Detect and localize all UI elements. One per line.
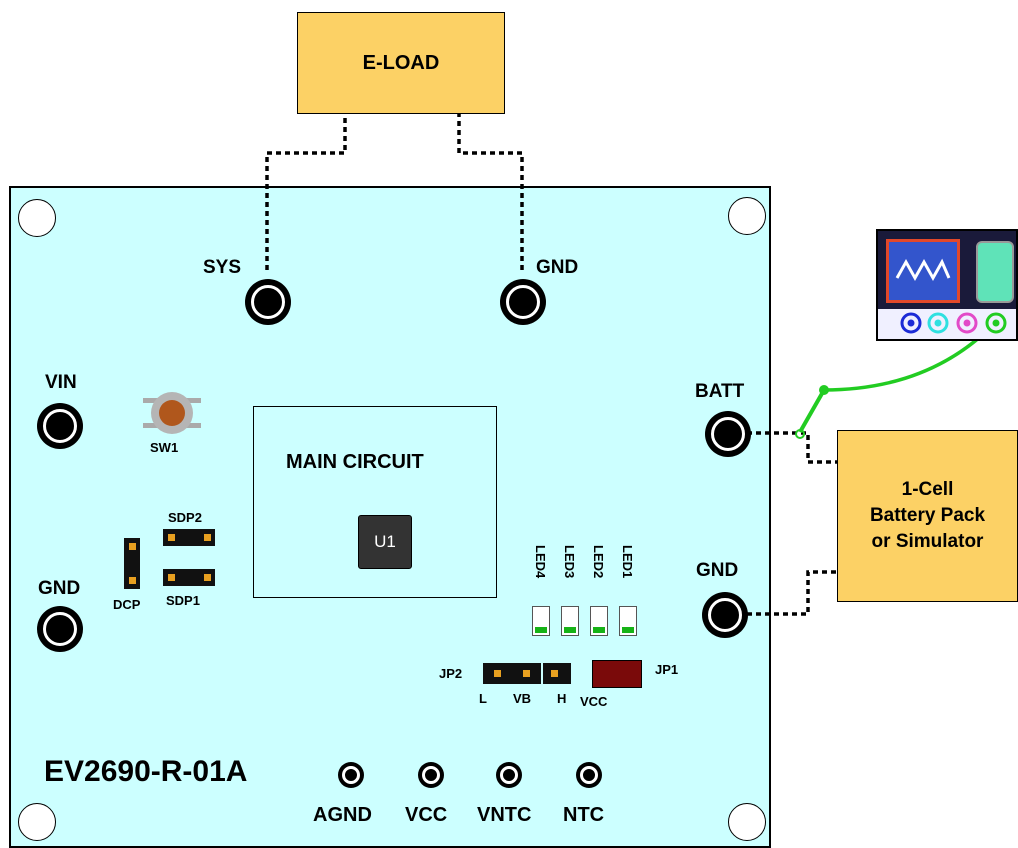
jp2-label: JP2 [439, 666, 463, 681]
gnd-left-label: GND [38, 578, 81, 599]
scope-side-panel [976, 241, 1014, 303]
vcc-terminal[interactable] [418, 762, 444, 788]
vntc-terminal[interactable] [496, 762, 522, 788]
ntc-label: NTC [563, 804, 605, 826]
sw1-label: SW1 [150, 440, 179, 455]
vin-terminal[interactable] [37, 403, 83, 449]
jp1-label: JP1 [655, 662, 679, 677]
batt-label: BATT [695, 381, 745, 402]
battery-pack-line-2: Battery Pack [869, 505, 986, 526]
batt-terminal[interactable] [705, 411, 751, 457]
board-title: EV2690-R-01A [44, 755, 248, 788]
main-circuit-area [253, 406, 497, 598]
switch-cap [159, 400, 185, 426]
u1-chip: U1 [358, 515, 412, 569]
mounting-hole-bottom-right [728, 803, 766, 841]
led2 [590, 606, 608, 636]
vin-label: VIN [45, 372, 77, 393]
ntc-terminal[interactable] [576, 762, 602, 788]
agnd-label: AGND [313, 804, 372, 826]
main-circuit-label: MAIN CIRCUIT [286, 451, 424, 473]
jp2-pin-vb[interactable] [518, 665, 534, 682]
probe-contact [795, 429, 805, 439]
e-load-box: E-LOAD [297, 12, 505, 114]
dcp-pin-2[interactable] [124, 572, 140, 589]
sdp1-pin-bridge [179, 569, 199, 586]
push-button-icon[interactable] [143, 392, 201, 434]
dcp-pin-1[interactable] [124, 538, 140, 555]
sys-terminal[interactable] [245, 279, 291, 325]
sdp2-pin-2[interactable] [199, 529, 215, 546]
gnd-right-terminal[interactable] [702, 592, 748, 638]
gnd-left-terminal[interactable] [37, 606, 83, 652]
jp1-header[interactable] [592, 660, 642, 688]
led1 [619, 606, 637, 636]
jp2-pin-l-label: L [479, 691, 487, 706]
sdp2-pin-bridge [179, 529, 199, 546]
sdp1-pin-2[interactable] [199, 569, 215, 586]
jp2-divider [541, 663, 543, 684]
agnd-terminal[interactable] [338, 762, 364, 788]
led3 [561, 606, 579, 636]
led1-label: LED1 [620, 545, 635, 579]
mounting-hole-bottom-left [18, 803, 56, 841]
dcp-pin-bridge [124, 555, 140, 572]
oscilloscope-icon [876, 229, 1018, 341]
probe-joint [819, 385, 829, 395]
dcp-label: DCP [113, 597, 141, 612]
sdp2-pin-1[interactable] [163, 529, 179, 546]
gnd-right-label: GND [696, 560, 739, 581]
sdp1-label: SDP1 [166, 593, 200, 608]
sdp2-label: SDP2 [168, 510, 202, 525]
led2-label: LED2 [591, 545, 606, 579]
probe-tip [798, 389, 826, 433]
battery-pack-line-1: 1-Cell [901, 479, 954, 500]
mounting-hole-top-left [18, 199, 56, 237]
sine-wave-icon [895, 258, 951, 282]
jp2-pin-vb-label: VB [513, 691, 532, 706]
led4-label: LED4 [533, 545, 548, 579]
jp1-vcc-label: VCC [580, 694, 608, 709]
mounting-hole-top-right [728, 197, 766, 235]
sys-label: SYS [203, 257, 242, 278]
scope-screen [886, 239, 960, 303]
gnd-top-terminal[interactable] [500, 279, 546, 325]
led4 [532, 606, 550, 636]
jp2-pin-h-label: H [557, 691, 567, 706]
vcc-label: VCC [405, 804, 448, 826]
scope-channel-jacks [900, 312, 1007, 334]
jp2-pin-l[interactable] [489, 665, 505, 682]
u1-label: U1 [374, 532, 396, 551]
e-load-label: E-LOAD [362, 51, 440, 74]
sdp1-pin-1[interactable] [163, 569, 179, 586]
battery-pack-line-3: or Simulator [871, 531, 984, 552]
vntc-label: VNTC [477, 804, 532, 826]
gnd-top-label: GND [536, 257, 579, 278]
jp2-pin-h[interactable] [546, 665, 562, 682]
led3-label: LED3 [562, 545, 577, 579]
battery-pack-box: 1-Cell Battery Pack or Simulator [837, 430, 1018, 602]
